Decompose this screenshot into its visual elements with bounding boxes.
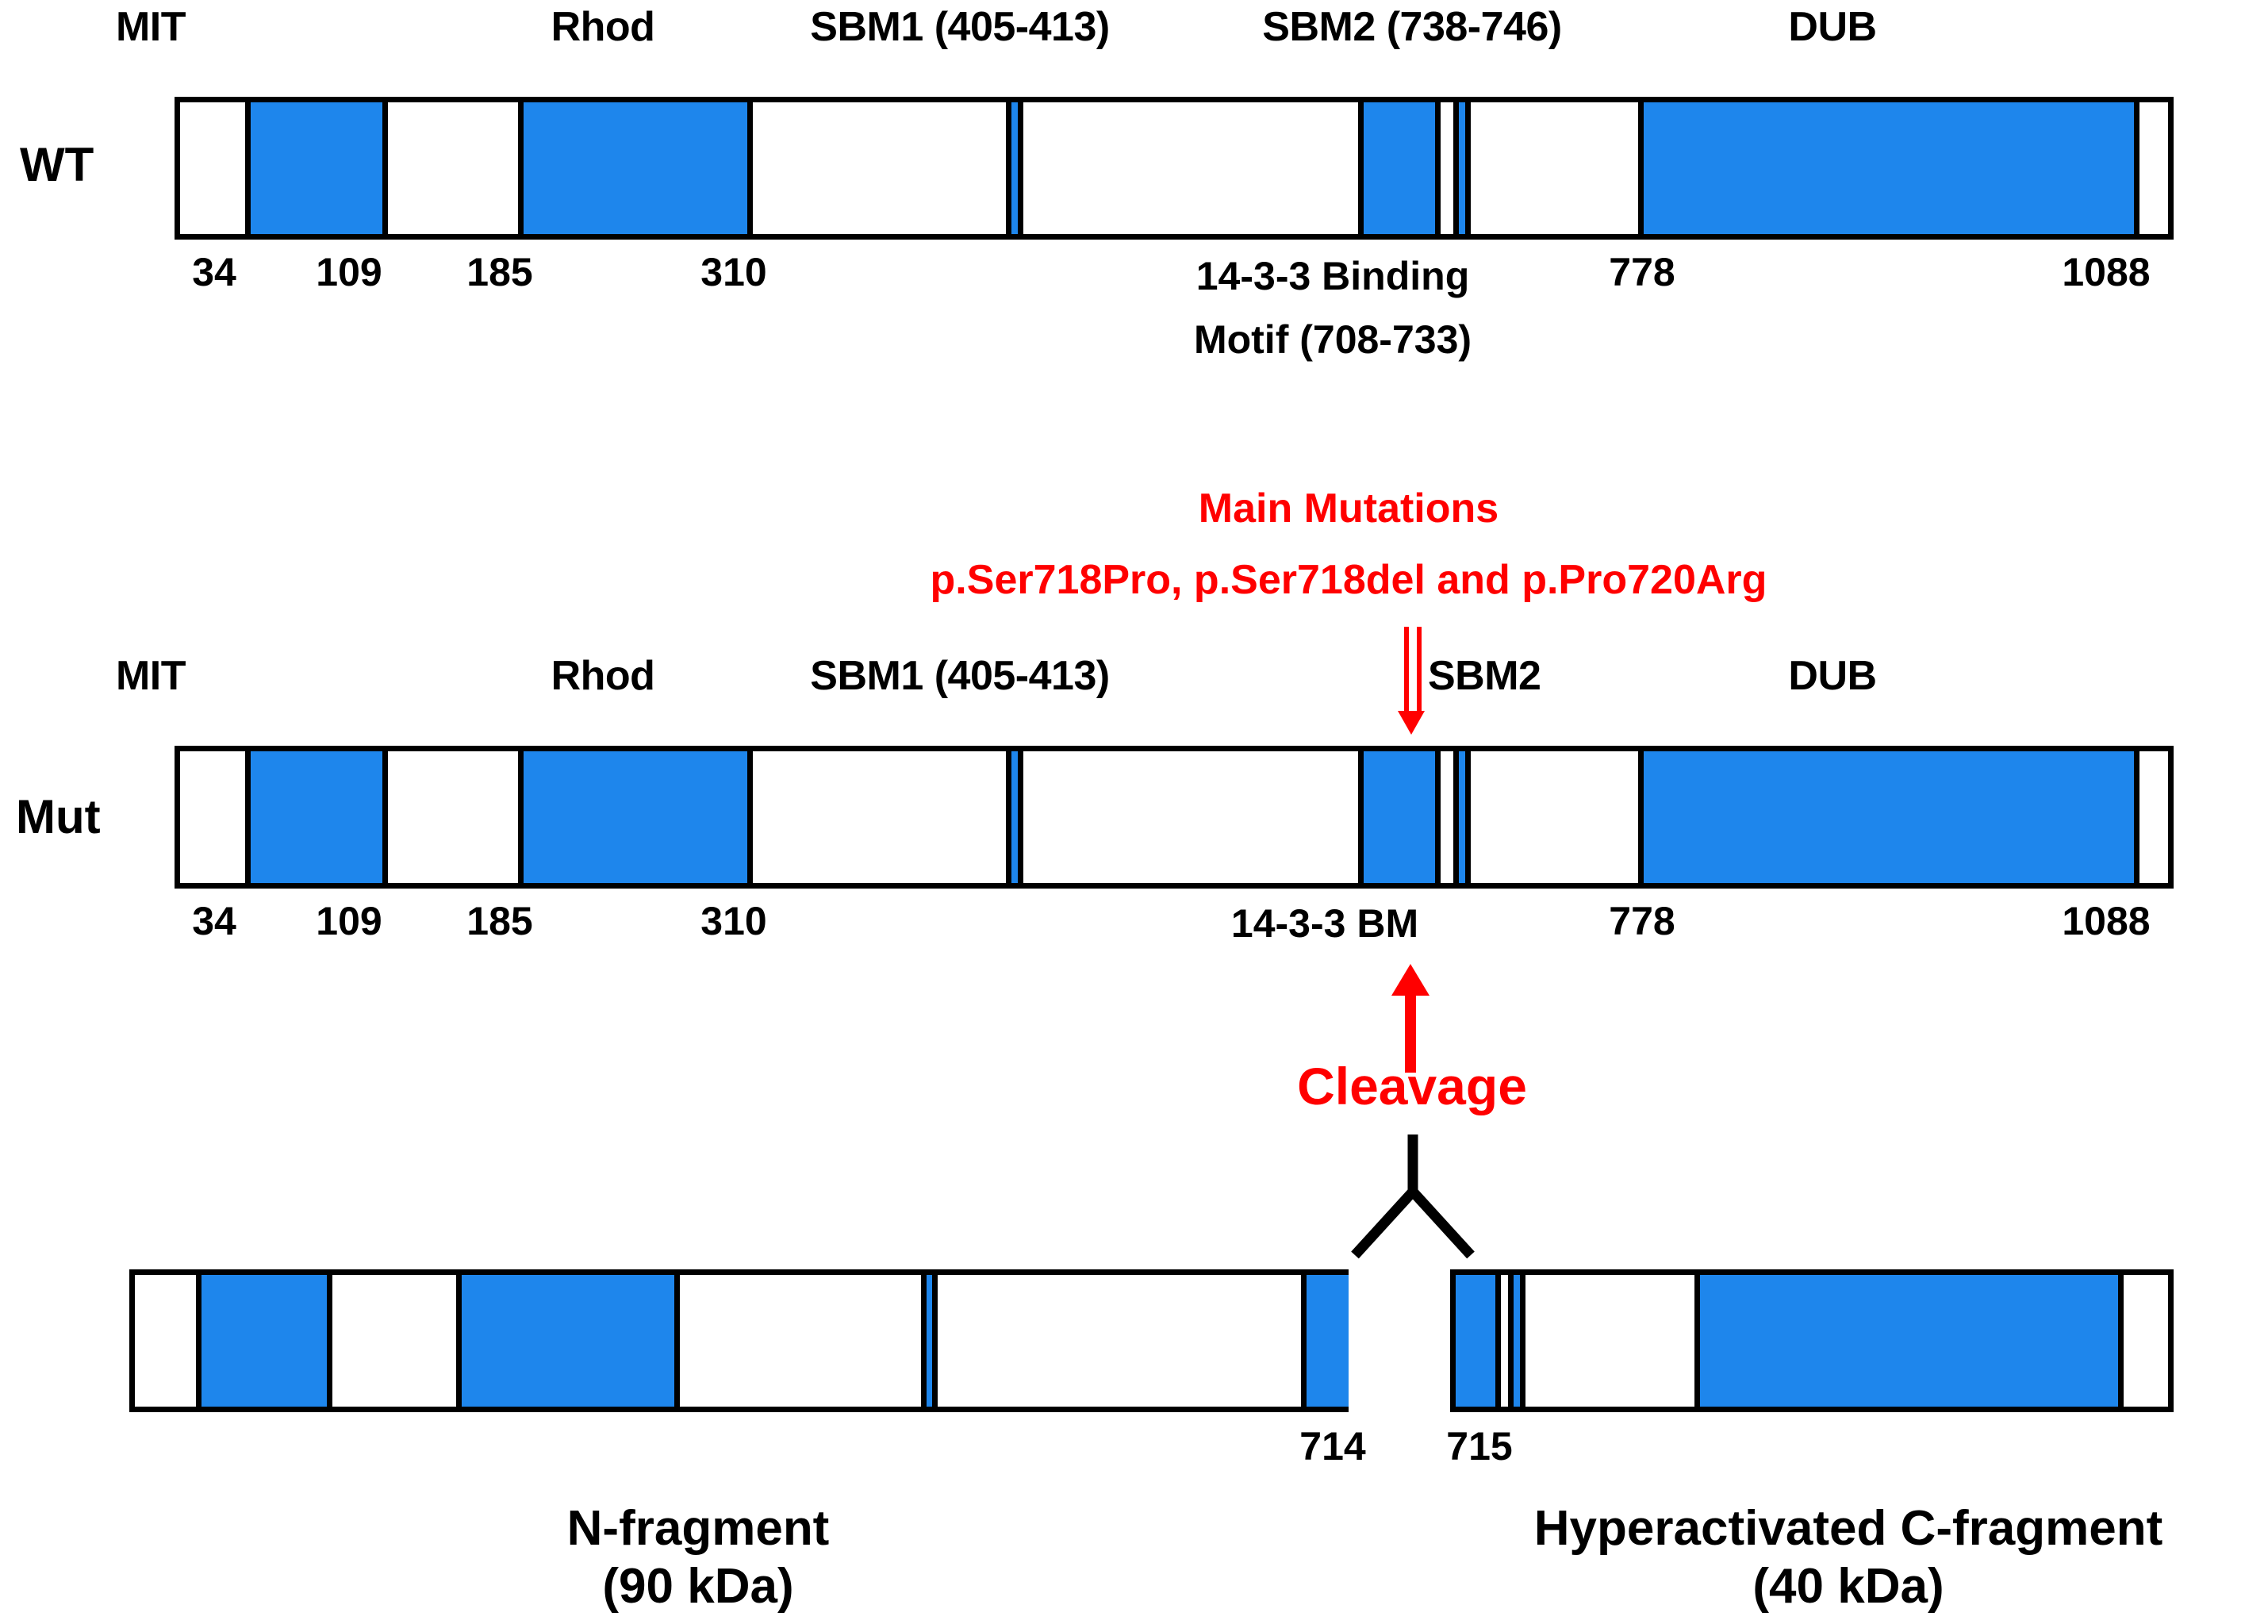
c-fragment-1433bm-partial-block (1456, 1275, 1501, 1407)
c-fragment-label-line1: Hyperactivated C-fragment (1533, 1501, 2163, 1556)
wt-domain-rhod-block (518, 102, 753, 234)
mutation-arrow-shaft-right (1417, 627, 1422, 714)
n-fragment-mit-block (196, 1275, 332, 1407)
wt-row-label: WT (20, 138, 94, 191)
mut-domain-sbm1-block (1006, 751, 1023, 883)
c-fragment-tick-715: 715 (1446, 1424, 1513, 1469)
wt-domain-label-dub: DUB (1788, 4, 1877, 50)
mut-domain-rhod-block (518, 751, 753, 883)
c-fragment-label-line2: (40 kDa) (1752, 1559, 1944, 1614)
wt-tick-109: 109 (316, 250, 382, 294)
n-fragment-label-line2: (90 kDa) (602, 1559, 794, 1614)
mut-tick-778: 778 (1609, 899, 1675, 943)
c-fragment-bar (1450, 1269, 2174, 1412)
mut-domain-label-dub: DUB (1788, 653, 1877, 699)
wt-domain-label-mit: MIT (115, 4, 186, 50)
mutation-arrow-head (1398, 711, 1425, 735)
wt-domain-dub-block (1638, 102, 2139, 234)
cleavage-label: Cleavage (1297, 1057, 1527, 1115)
wt-domain-label-rhod: Rhod (551, 4, 655, 50)
mut-tick-34: 34 (192, 899, 236, 943)
wt-tick-34: 34 (192, 250, 236, 294)
mut-domain-label-mit: MIT (115, 653, 186, 699)
mut-domain-label-sbm2: SBM2 (1428, 653, 1541, 699)
n-fragment-rhod-block (456, 1275, 680, 1407)
mut-tick-185: 185 (466, 899, 533, 943)
mutation-arrow-shaft-left (1404, 627, 1409, 714)
mut-domain-label-sbm1: SBM1 (405-413) (810, 653, 1110, 699)
wt-tick-1088: 1088 (2062, 250, 2151, 294)
mutation-heading: Main Mutations (1198, 486, 1499, 532)
cleavage-arrow-shaft (1405, 993, 1416, 1073)
n-fragment-1433bm-partial-block (1301, 1275, 1349, 1407)
mut-protein-bar (175, 746, 2174, 889)
mut-domain-dub-block (1638, 751, 2139, 883)
wt-protein-bar (175, 97, 2174, 240)
mut-tick-310: 310 (700, 899, 767, 943)
n-fragment-bar (129, 1269, 1349, 1412)
wt-tick-310: 310 (700, 250, 767, 294)
n-fragment-label-line1: N-fragment (566, 1501, 830, 1556)
cleavage-y-connector-icon (1351, 1134, 1475, 1259)
mut-domain-mit-block (245, 751, 388, 883)
n-fragment-tick-714: 714 (1299, 1424, 1366, 1469)
cleavage-arrow-head (1391, 964, 1429, 996)
wt-domain-label-sbm1: SBM1 (405-413) (810, 4, 1110, 50)
mut-domain-1433bm-block (1358, 751, 1441, 883)
mut-tick-109: 109 (316, 899, 382, 943)
wt-tick-185: 185 (466, 250, 533, 294)
mut-row-label: Mut (16, 790, 101, 843)
n-fragment-sbm1-block (921, 1275, 938, 1407)
wt-tick-778: 778 (1609, 250, 1675, 294)
c-fragment-sbm2-block (1508, 1275, 1525, 1407)
mut-domain-label-rhod: Rhod (551, 653, 655, 699)
wt-annotation-1433-line2: Motif (708-733) (1193, 317, 1472, 362)
mut-tick-1088: 1088 (2062, 899, 2151, 943)
c-fragment-dub-block (1694, 1275, 2124, 1407)
mut-annotation-1433bm: 14-3-3 BM (1230, 901, 1419, 946)
mut-domain-sbm2-block (1453, 751, 1471, 883)
wt-domain-sbm2-block (1453, 102, 1471, 234)
wt-domain-sbm1-block (1006, 102, 1023, 234)
wt-domain-label-sbm2: SBM2 (738-746) (1262, 4, 1562, 50)
wt-domain-1433bm-block (1358, 102, 1441, 234)
wt-annotation-1433-line1: 14-3-3 Binding (1195, 254, 1470, 298)
mutation-list: p.Ser718Pro, p.Ser718del and p.Pro720Arg (930, 557, 1767, 603)
wt-domain-mit-block (245, 102, 388, 234)
